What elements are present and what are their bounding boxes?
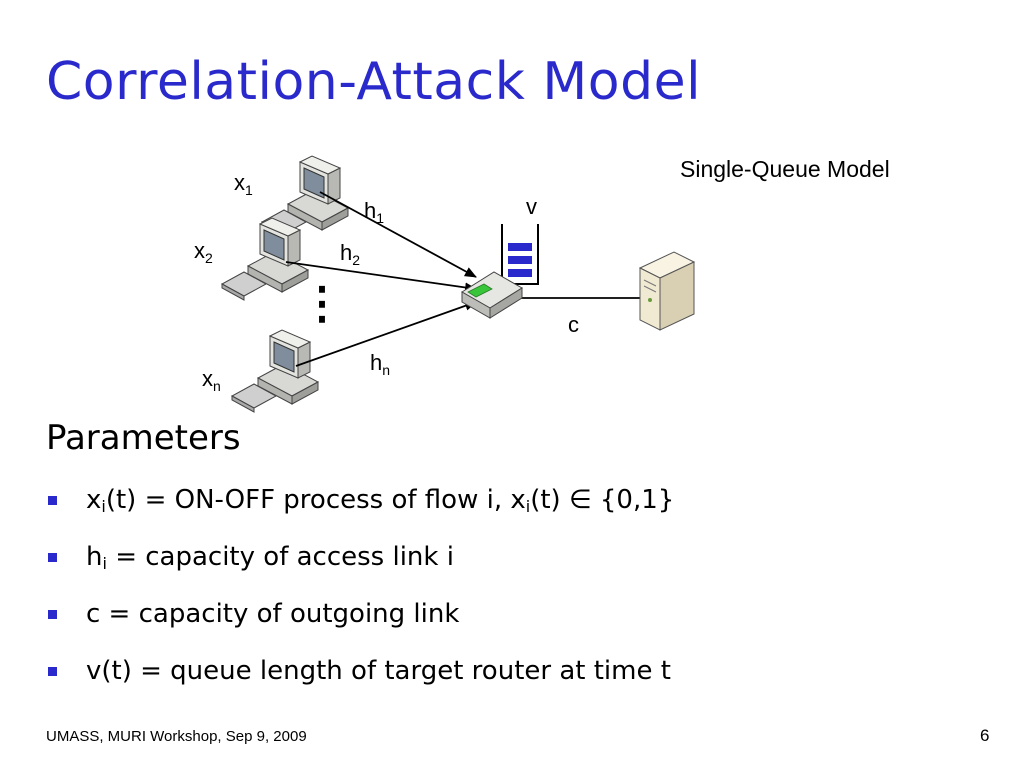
slide-title: Correlation-Attack Model: [46, 52, 702, 112]
link-label-n: hn: [370, 350, 391, 378]
computer-icon: [231, 329, 319, 413]
footer-text: UMASS, MURI Workshop, Sep 9, 2009: [46, 728, 307, 745]
outgoing-link-label: c: [568, 312, 579, 337]
access-link-n: [295, 300, 477, 367]
computer-icon: [221, 217, 309, 301]
link-label-1: h1: [364, 198, 385, 226]
link-label-2: h2: [340, 240, 361, 268]
parameters-list: xi(t) = ON-OFF process of flow i, xi(t) …: [48, 482, 674, 710]
page-number: 6: [980, 726, 990, 745]
bullet-icon: [48, 610, 57, 619]
list-item: v(t) = queue length of target router at …: [48, 653, 674, 710]
host-label-n: xn: [202, 366, 221, 394]
list-item: hi = capacity of access link i: [48, 539, 674, 596]
server-icon: [638, 251, 696, 331]
queue-label: v: [526, 194, 537, 219]
host-label-2: x2: [194, 238, 213, 266]
list-item: c = capacity of outgoing link: [48, 596, 674, 653]
network-diagram: [221, 155, 696, 413]
access-link-2: [285, 261, 477, 293]
bullet-icon: [48, 496, 57, 505]
model-label: Single-Queue Model: [680, 156, 890, 182]
bullet-icon: [48, 667, 57, 676]
list-item: xi(t) = ON-OFF process of flow i, xi(t) …: [48, 482, 674, 539]
access-link-1: [319, 191, 477, 278]
host-ellipsis: ⋮: [300, 279, 344, 328]
parameters-heading: Parameters: [46, 418, 241, 458]
queue: [501, 224, 539, 285]
router-icon: [461, 271, 523, 319]
host-label-1: x1: [234, 170, 253, 198]
bullet-icon: [48, 553, 57, 562]
